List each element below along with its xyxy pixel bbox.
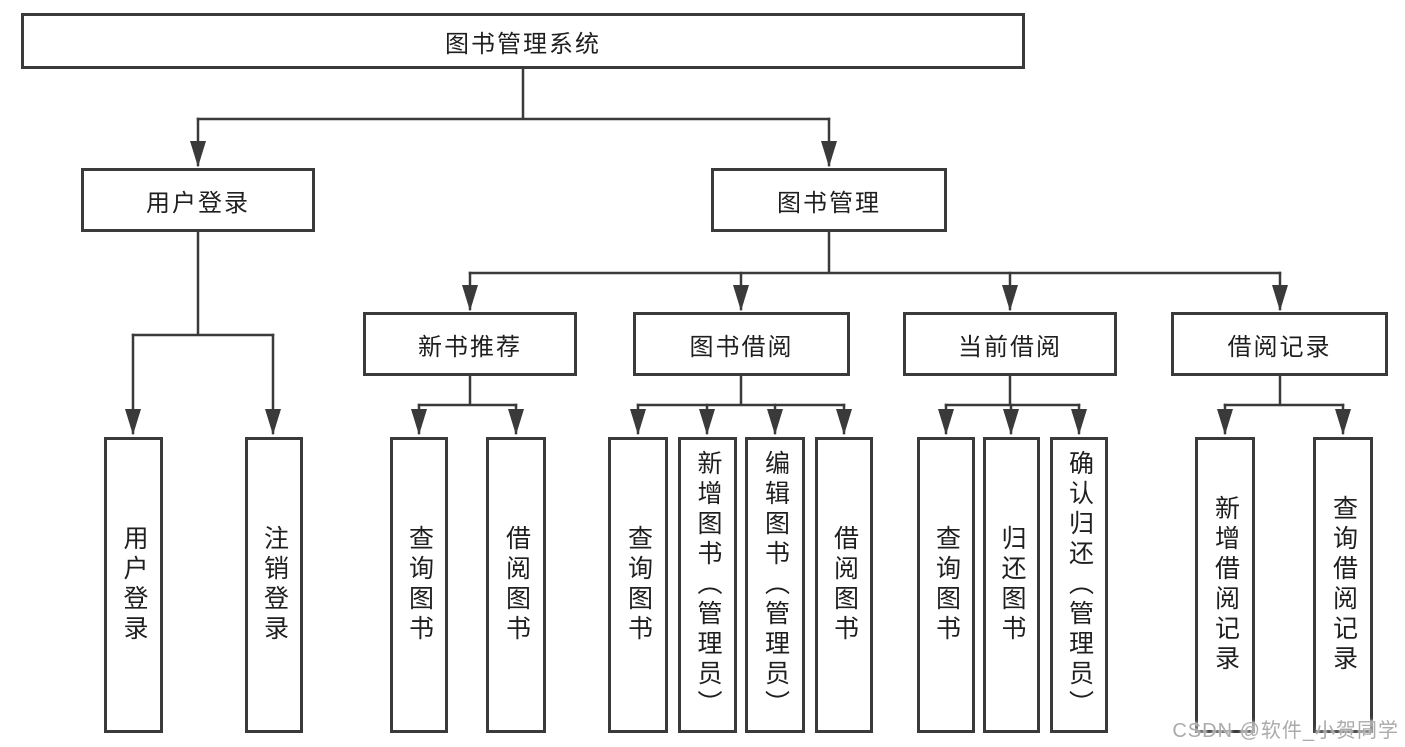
leaf-borrow-books: 借阅图书 [486, 437, 546, 733]
node-label: 图书管理系统 [445, 30, 601, 58]
leaf-logout: 注销登录 [245, 437, 303, 733]
leaf-label: 借阅图书 [830, 525, 859, 645]
leaf-label: 编辑图书（管理员） [761, 450, 790, 720]
leaf-user-login: 用户登录 [104, 437, 163, 733]
leaf-add-borrow-record: 新增借阅记录 [1195, 437, 1255, 733]
node-label: 图书借阅 [689, 333, 794, 361]
leaf-query-books: 查询图书 [390, 437, 448, 733]
leaf-label: 新增借阅记录 [1211, 495, 1240, 675]
node-label: 图书管理 [777, 189, 881, 217]
leaf-label: 查询图书 [932, 525, 961, 645]
leaf-add-books-admin: 新增图书（管理员） [678, 437, 737, 733]
leaf-query-borrow-record: 查询借阅记录 [1313, 437, 1373, 733]
leaf-label: 查询图书 [624, 525, 653, 645]
node-current-borrow: 当前借阅 [903, 312, 1117, 376]
leaf-label: 查询借阅记录 [1329, 495, 1358, 675]
node-book-borrow: 图书借阅 [633, 312, 850, 376]
leaf-label: 归还图书 [998, 525, 1026, 645]
node-new-book-recommend: 新书推荐 [363, 312, 577, 376]
leaf-query-books: 查询图书 [917, 437, 975, 733]
node-user-login: 用户登录 [81, 168, 315, 232]
leaf-label: 查询图书 [405, 525, 434, 645]
leaf-label: 借阅图书 [502, 525, 531, 645]
leaf-borrow-books: 借阅图书 [815, 437, 873, 733]
connector-trunks [131, 67, 1345, 407]
node-label: 当前借阅 [958, 333, 1062, 361]
node-label: 借阅记录 [1227, 333, 1332, 361]
node-book-management: 图书管理 [711, 168, 947, 232]
leaf-return-books: 归还图书 [983, 437, 1040, 733]
node-label: 新书推荐 [418, 333, 522, 361]
leaf-edit-books-admin: 编辑图书（管理员） [745, 437, 805, 733]
node-label: 用户登录 [146, 189, 250, 217]
leaf-query-books: 查询图书 [608, 437, 668, 733]
leaf-label: 注销登录 [260, 525, 289, 645]
leaf-label: 用户登录 [120, 525, 148, 645]
node-system-root: 图书管理系统 [21, 13, 1025, 69]
leaf-confirm-return-admin: 确认归还（管理员） [1050, 437, 1108, 733]
leaf-label: 新增图书（管理员） [694, 450, 722, 720]
node-borrow-record: 借阅记录 [1171, 312, 1388, 376]
leaf-label: 确认归还（管理员） [1065, 450, 1094, 720]
csdn-watermark: CSDN @软件_小贺同学 [1172, 720, 1399, 742]
